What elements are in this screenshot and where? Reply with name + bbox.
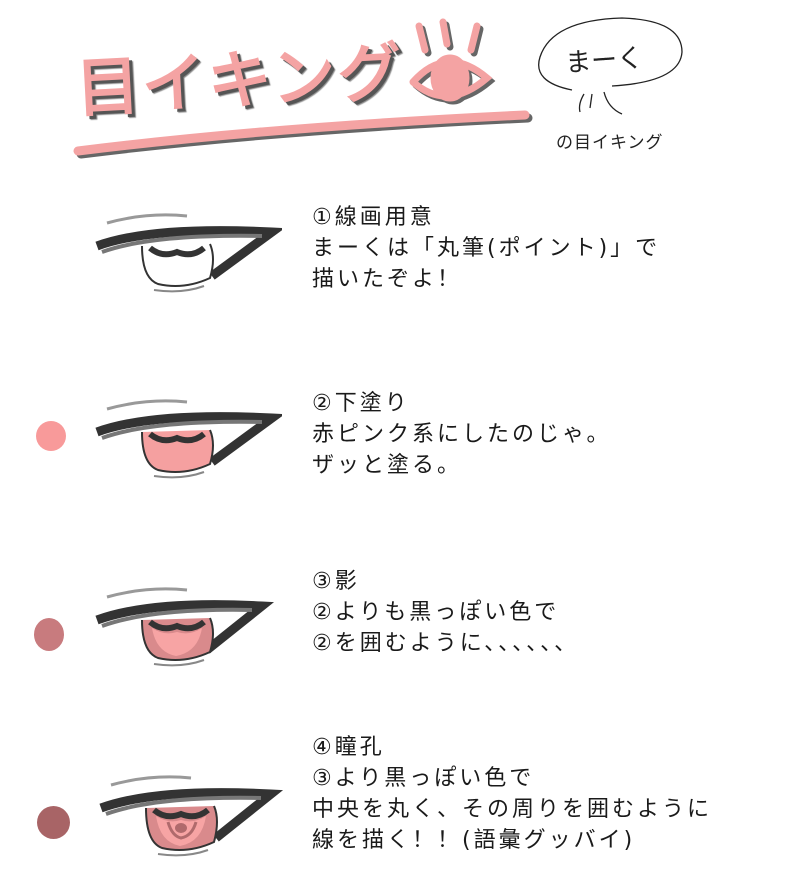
title-underline [73, 110, 533, 159]
color-swatch-pupil [37, 806, 70, 839]
step-1-line: まーくは「丸筆(ポイント)」で [312, 236, 661, 261]
step-2-line: 赤ピンク系にしたのじゃ。 [312, 422, 612, 447]
step-3-text: ③影 ②よりも黒っぽい色で ②を囲むように、、、、、、 [312, 566, 579, 659]
step-3-line: ②を囲むように、、、、、、 [312, 631, 580, 656]
eye-icon [409, 18, 496, 105]
step-2-text: ②下塗り 赤ピンク系にしたのじゃ。 ザッと塗る。 [312, 388, 612, 481]
step-4-line: ③より黒っぽい色で [312, 766, 535, 791]
step-3-heading: ③影 [312, 569, 360, 594]
speech-bubble [538, 17, 683, 115]
color-swatch-base [36, 421, 66, 451]
step-4-line: 中央を丸く、その周りを囲むように [312, 797, 713, 822]
eye-illustration-lineart [95, 213, 282, 293]
step-1-line: 描いたぞよ！ [312, 267, 463, 292]
author-name: まーく [564, 43, 645, 79]
eye-illustration-base-color [95, 399, 282, 479]
author-subtitle: の目イキング [556, 133, 664, 153]
step-3-line: ②よりも黒っぽい色で [312, 600, 560, 625]
step-4-line: 線を描く！！(語彙グッバイ) [312, 828, 636, 853]
color-swatch-shadow [34, 618, 64, 651]
step-2-line: ザッと塗る。 [312, 453, 463, 478]
step-2-heading: ②下塗り [312, 391, 410, 416]
eye-illustration-pupil [99, 775, 284, 857]
step-4-text: ④瞳孔 ③より黒っぽい色で 中央を丸く、その周りを囲むように 線を描く！！(語彙… [312, 732, 712, 856]
step-1-text: ①線画用意 まーくは「丸筆(ポイント)」で 描いたぞよ！ [312, 202, 660, 295]
step-4-heading: ④瞳孔 [312, 735, 385, 760]
step-1-heading: ①線画用意 [312, 205, 435, 230]
eye-illustration-shadow [95, 587, 275, 667]
